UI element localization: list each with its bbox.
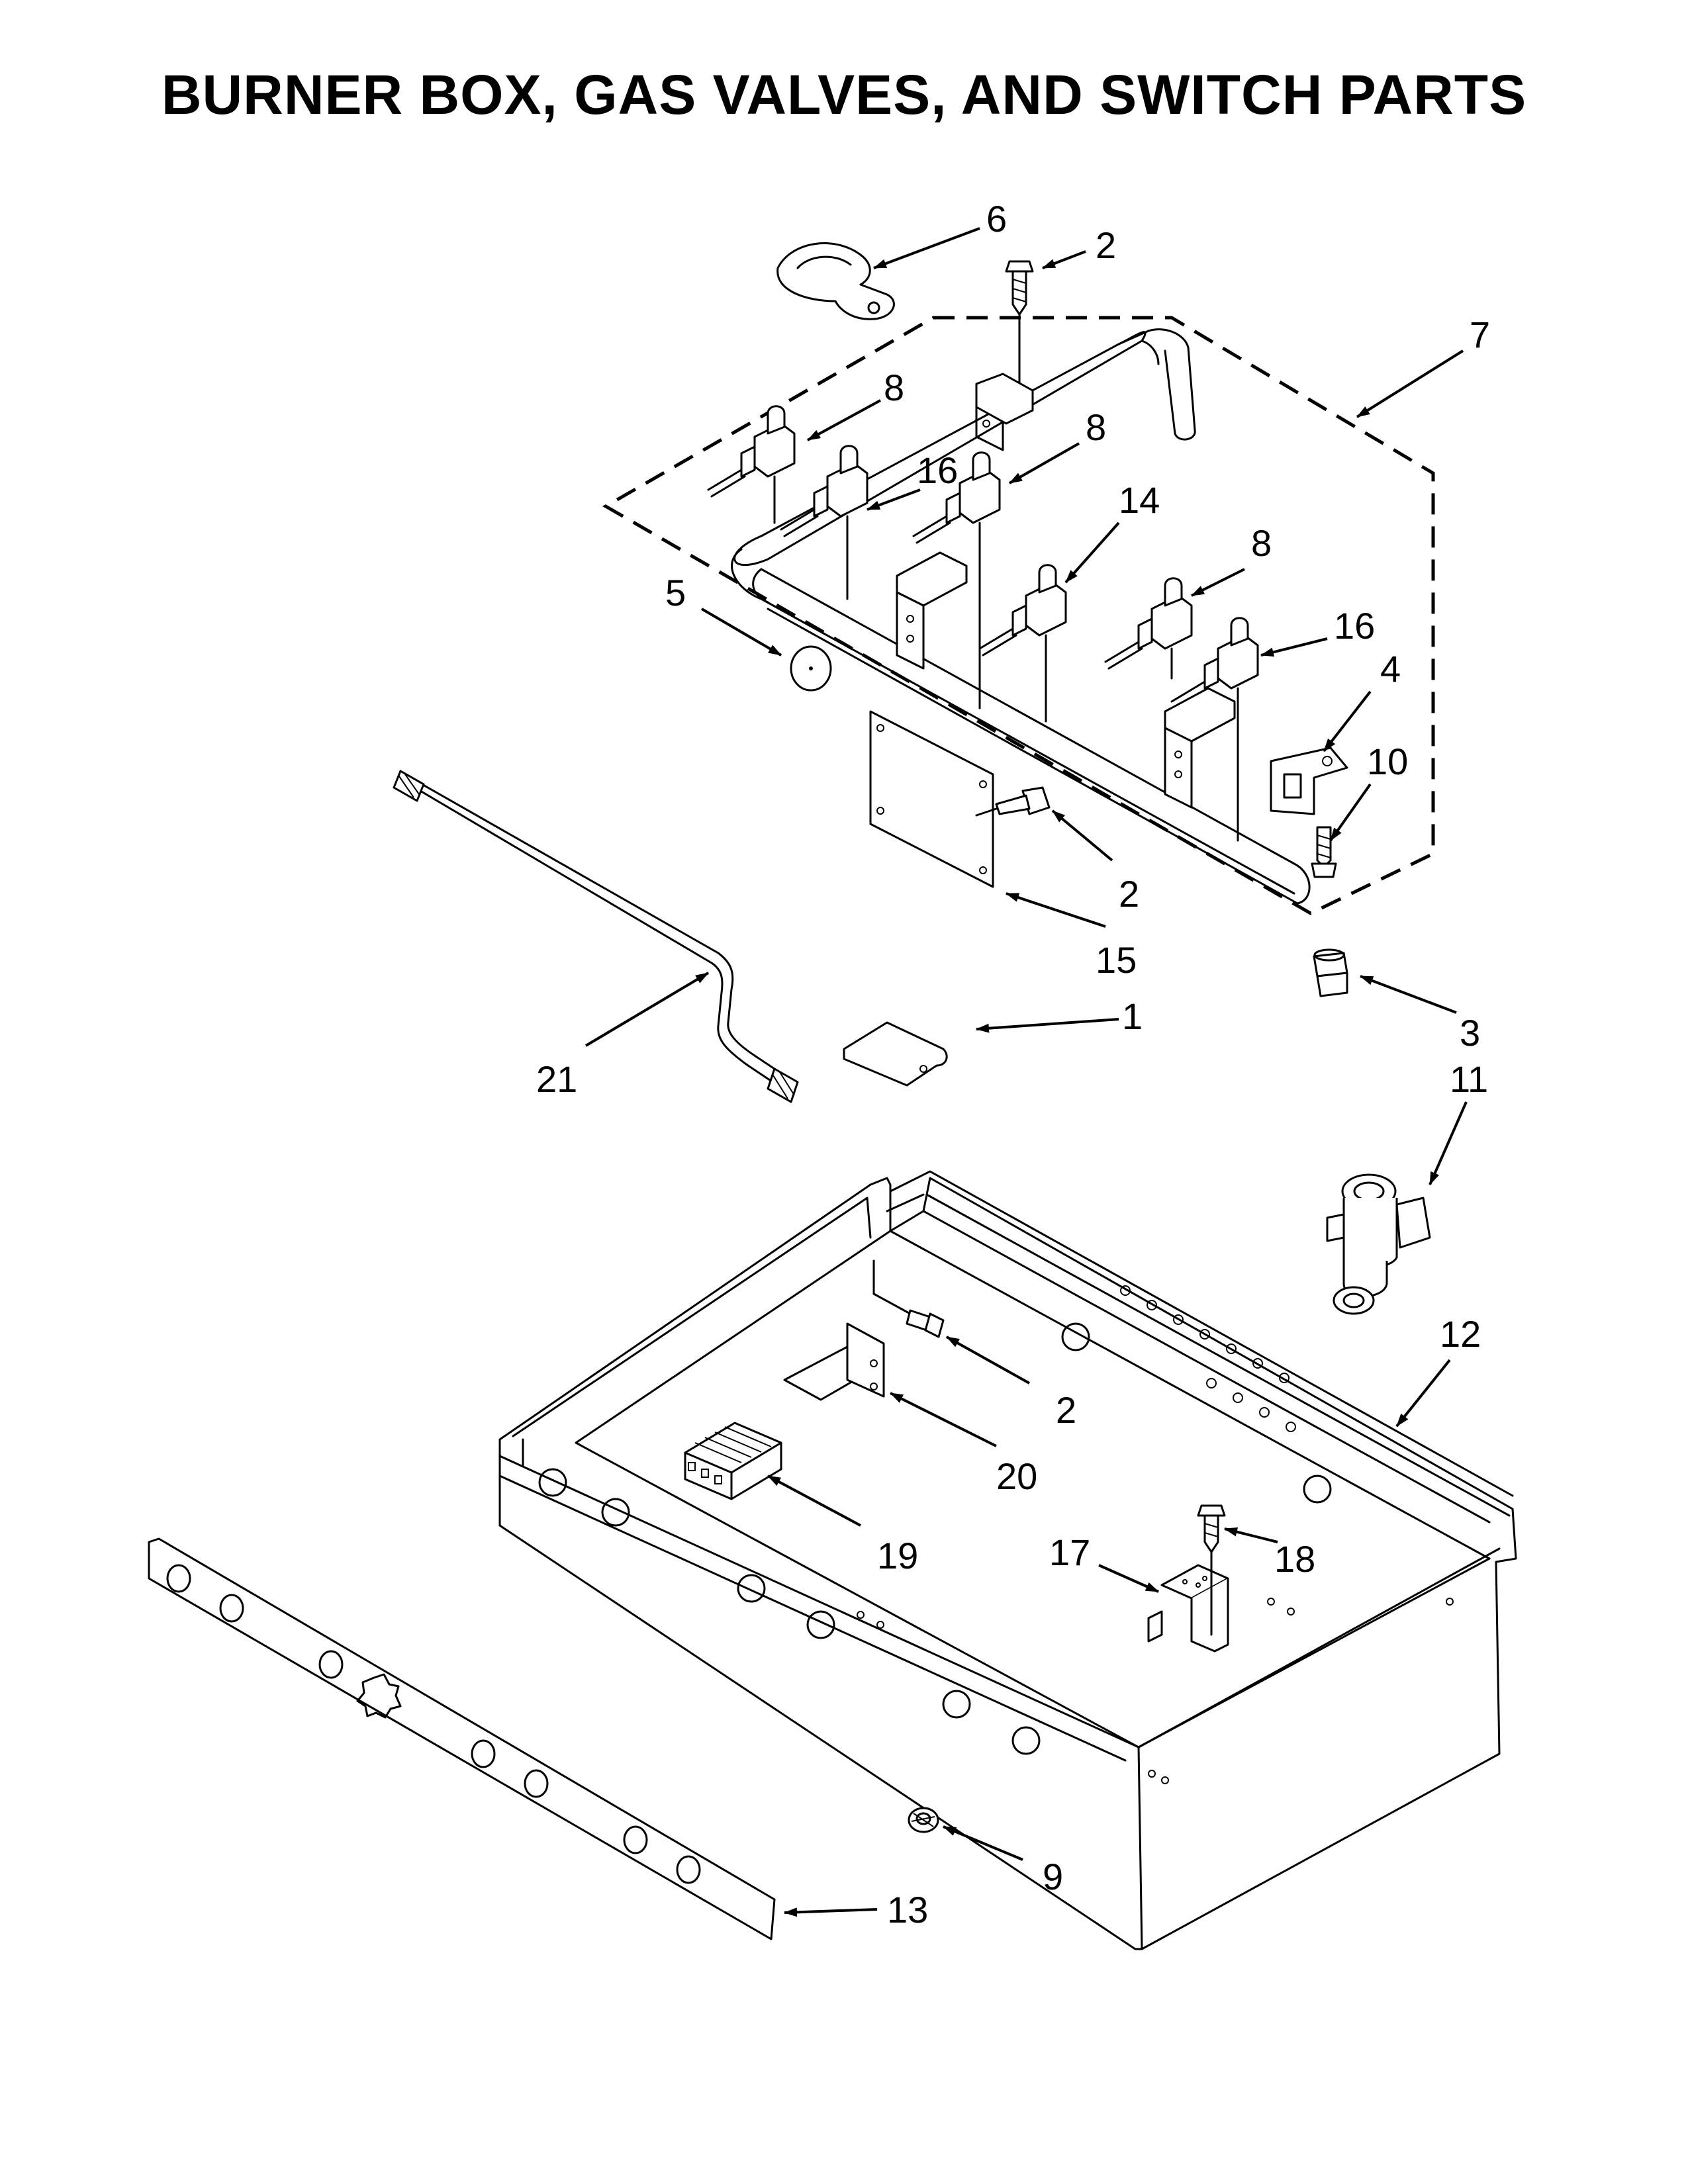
part-11-regulator xyxy=(1326,1173,1431,1315)
part-10-screw xyxy=(1311,826,1337,878)
callout-14: 14 xyxy=(1119,479,1160,521)
callout-8: 8 xyxy=(884,367,904,408)
callout-13: 13 xyxy=(887,1889,928,1931)
callout-16: 16 xyxy=(917,449,958,491)
manifold-bracket-middle xyxy=(896,551,968,670)
callout-18: 18 xyxy=(1274,1538,1315,1580)
callout-2: 2 xyxy=(1056,1389,1076,1431)
part-15-shield-plate xyxy=(869,710,994,888)
manifold-pipe xyxy=(731,328,1311,905)
part-16-valve-2 xyxy=(1170,617,1259,842)
part-12-burner-box xyxy=(498,1170,1517,1950)
part-1-plate xyxy=(843,1021,948,1087)
part-9-adapter xyxy=(908,1807,939,1833)
callout-2: 2 xyxy=(1119,873,1139,915)
manifold-bracket-top xyxy=(975,373,1034,451)
callout-5: 5 xyxy=(665,572,686,614)
part-18-screw xyxy=(1197,1504,1226,1636)
callout-19: 19 xyxy=(877,1535,918,1576)
part-2-screw-top xyxy=(1005,260,1034,398)
callout-7: 7 xyxy=(1470,314,1490,355)
callout-15: 15 xyxy=(1096,939,1137,981)
part-8-valve-3 xyxy=(1104,577,1193,680)
part-8-valve-2 xyxy=(912,451,1001,709)
part-3-fitting xyxy=(1313,948,1348,997)
callout-9: 9 xyxy=(1043,1856,1063,1897)
part-6-gasket xyxy=(776,242,895,320)
callout-17: 17 xyxy=(1049,1531,1090,1573)
callout-3: 3 xyxy=(1460,1012,1480,1054)
manifold-assembly-outline xyxy=(602,316,1435,915)
part-19-switch-block xyxy=(684,1422,782,1500)
callout-16: 16 xyxy=(1334,605,1375,647)
page-title: BURNER BOX, GAS VALVES, AND SWITCH PARTS xyxy=(161,64,1527,126)
leader-lines xyxy=(585,227,1468,1917)
callout-4: 4 xyxy=(1380,648,1401,690)
part-2-screw-middle xyxy=(975,786,1051,817)
callout-6: 6 xyxy=(986,198,1007,240)
callout-labels: 6 2 7 8 8 16 14 8 16 4 10 5 2 15 1 3 11 … xyxy=(536,198,1490,1931)
part-14-valve xyxy=(978,564,1067,723)
part-8-valve-1 xyxy=(707,405,796,524)
callout-10: 10 xyxy=(1367,741,1408,782)
callout-1: 1 xyxy=(1122,995,1143,1037)
callout-11: 11 xyxy=(1450,1058,1488,1100)
part-2-screw-box xyxy=(872,1259,945,1338)
part-16-valve-1 xyxy=(780,445,868,600)
callout-8: 8 xyxy=(1086,406,1106,448)
part-13-panel-strip xyxy=(148,1537,776,1940)
callout-8: 8 xyxy=(1251,522,1272,564)
part-21-gas-tube xyxy=(393,770,799,1103)
callout-20: 20 xyxy=(996,1455,1037,1497)
callout-21: 21 xyxy=(536,1058,577,1100)
part-20-bracket xyxy=(783,1322,885,1401)
part-5-disc xyxy=(790,645,832,692)
callout-12: 12 xyxy=(1440,1313,1481,1355)
callout-2: 2 xyxy=(1096,224,1116,266)
manifold-bracket-right xyxy=(1164,687,1236,809)
part-4-bracket xyxy=(1270,747,1348,815)
